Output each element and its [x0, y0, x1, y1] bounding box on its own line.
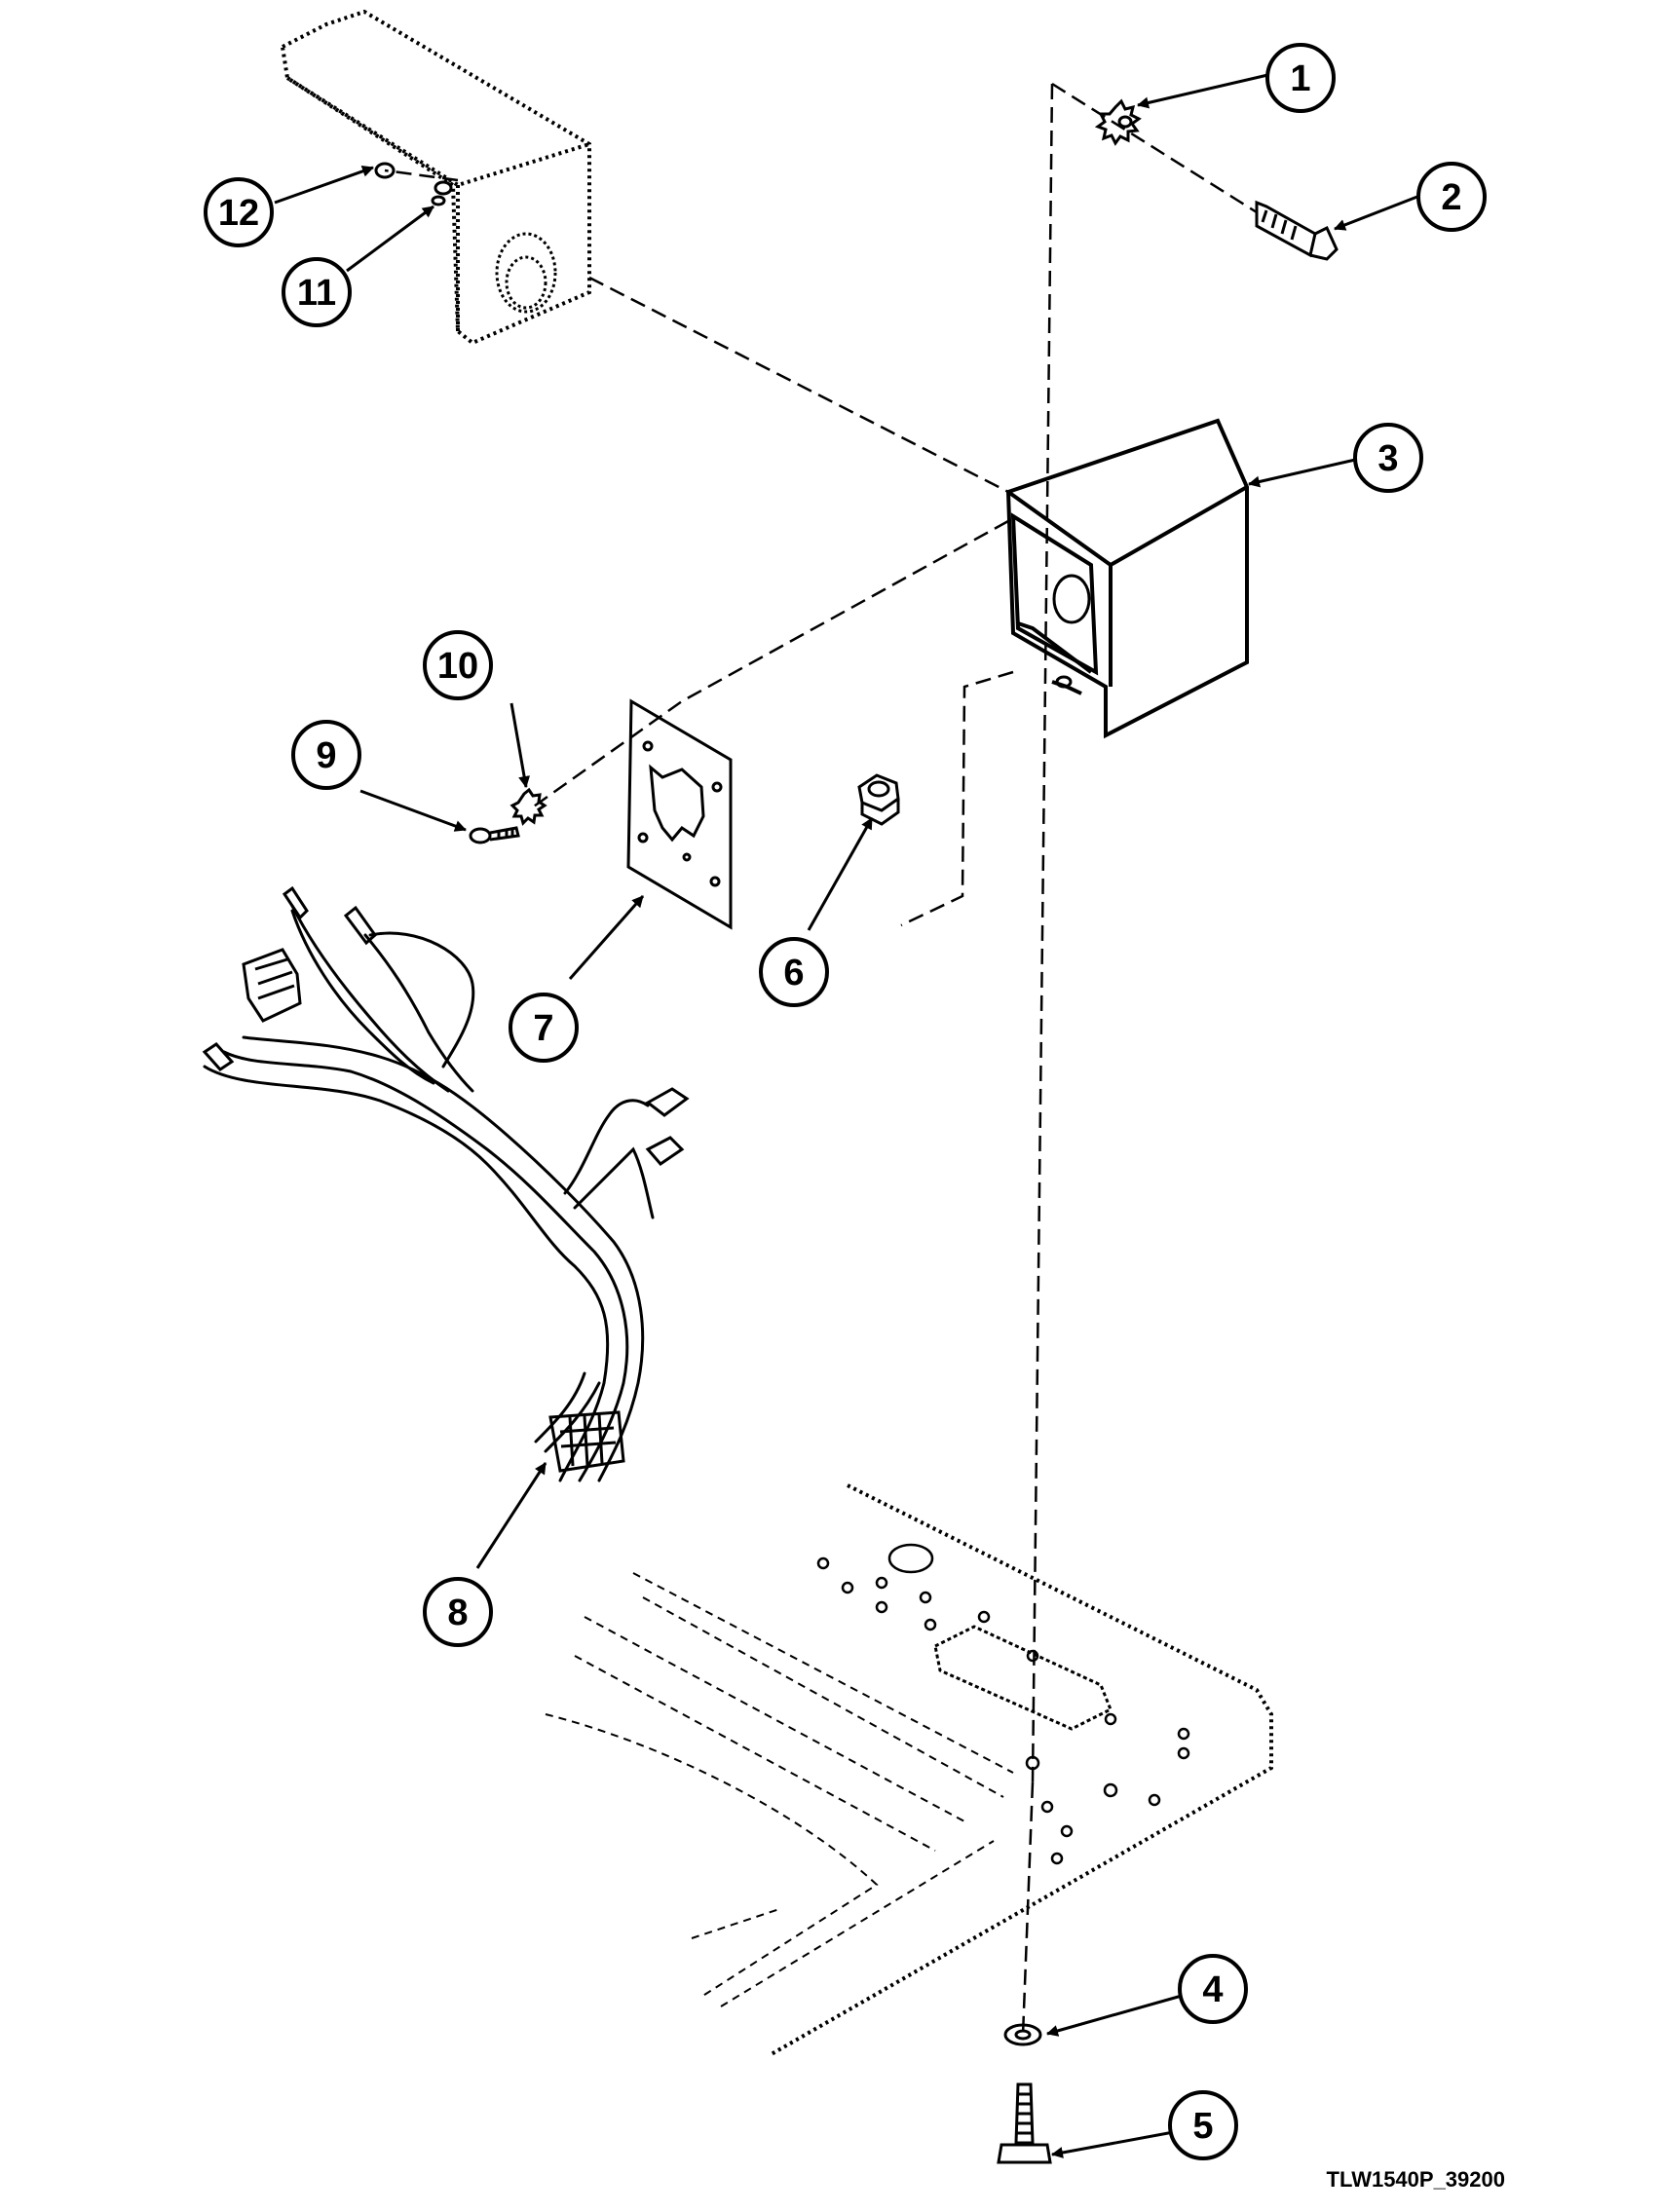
upper-mounting-bracket: [280, 9, 591, 346]
callout-circle: [423, 1577, 493, 1647]
callout-label: 5: [1192, 2106, 1213, 2147]
callout-circle: [1265, 43, 1336, 113]
callout-label: 1: [1290, 58, 1310, 99]
leader-6: [807, 817, 874, 931]
harness-connector-top: [242, 948, 302, 1023]
callout-label: 6: [783, 953, 804, 994]
part-8-wiring-harness: [203, 904, 655, 1482]
part-1-star-washer: [1094, 98, 1142, 146]
callout-6: 6: [759, 937, 829, 1007]
base-plate-slot: [933, 1625, 1113, 1731]
leader-5: [1051, 2129, 1180, 2158]
callout-label: 11: [297, 273, 336, 314]
part-10-washer: [509, 787, 547, 826]
part-6-hex-nut: [857, 773, 900, 826]
leader-10: [509, 702, 531, 788]
leader-11: [346, 205, 434, 273]
callout-7: 7: [509, 993, 579, 1063]
leader-lines: [274, 71, 1423, 2158]
leader-9: [359, 789, 467, 832]
base-plate: [769, 1483, 1273, 2057]
callout-label: 4: [1202, 1969, 1223, 2010]
callout-2: 2: [1416, 162, 1487, 232]
assembly-guide-lines: [384, 82, 1258, 2037]
callout-3: 3: [1353, 423, 1423, 493]
leader-12: [274, 166, 374, 205]
callout-circle: [282, 257, 352, 327]
callout-11: 11: [282, 257, 352, 327]
leader-1: [1137, 71, 1277, 109]
callout-label: 3: [1377, 438, 1398, 479]
callout-circle: [1178, 1954, 1248, 2024]
leader-8: [475, 1462, 547, 1569]
bracket-mounting-hole: [495, 232, 557, 314]
callout-circle: [1353, 423, 1423, 493]
callout-label: 9: [316, 735, 336, 776]
callout-4: 4: [1178, 1954, 1248, 2024]
cover-box-access-hole: [1052, 574, 1091, 689]
base-plate-details: [545, 1572, 1014, 2007]
callout-circle: [204, 177, 274, 247]
callout-circle: [423, 630, 493, 700]
harness-connector-bottom: [548, 1410, 625, 1473]
callout-label: 10: [437, 646, 478, 687]
part-11-lockwasher: [431, 180, 453, 206]
callout-label: 8: [447, 1593, 468, 1633]
part-12-nut: [374, 162, 396, 179]
drawing-code: TLW1540P_39200: [1327, 2167, 1505, 2192]
callout-12: 12: [204, 177, 274, 247]
callout-circle: [1416, 162, 1487, 232]
callout-circle: [291, 720, 361, 790]
callout-circle: [1168, 2090, 1238, 2160]
callout-9: 9: [291, 720, 361, 790]
callout-5: 5: [1168, 2090, 1238, 2160]
callout-label: 7: [533, 1008, 553, 1049]
leader-3: [1248, 456, 1365, 488]
part-7-mounting-plate: [626, 698, 733, 930]
leader-2: [1334, 193, 1423, 231]
leader-4: [1046, 1992, 1189, 2037]
part-2-hex-bolt: [1255, 200, 1339, 261]
part-5-bolt: [997, 2082, 1052, 2164]
callout-circle: [509, 993, 579, 1063]
callout-circle: [759, 937, 829, 1007]
callout-8: 8: [423, 1577, 493, 1647]
part-9-screw: [469, 826, 520, 844]
harness-terminals: [202, 885, 690, 1166]
part-3-cover-box: [1005, 418, 1249, 739]
callout-1: 1: [1265, 43, 1336, 113]
callout-label: 12: [218, 193, 259, 234]
callout-label: 2: [1441, 177, 1461, 218]
callout-10: 10: [423, 630, 493, 700]
leader-7: [568, 895, 645, 980]
base-plate-holes: [816, 1543, 1190, 1865]
